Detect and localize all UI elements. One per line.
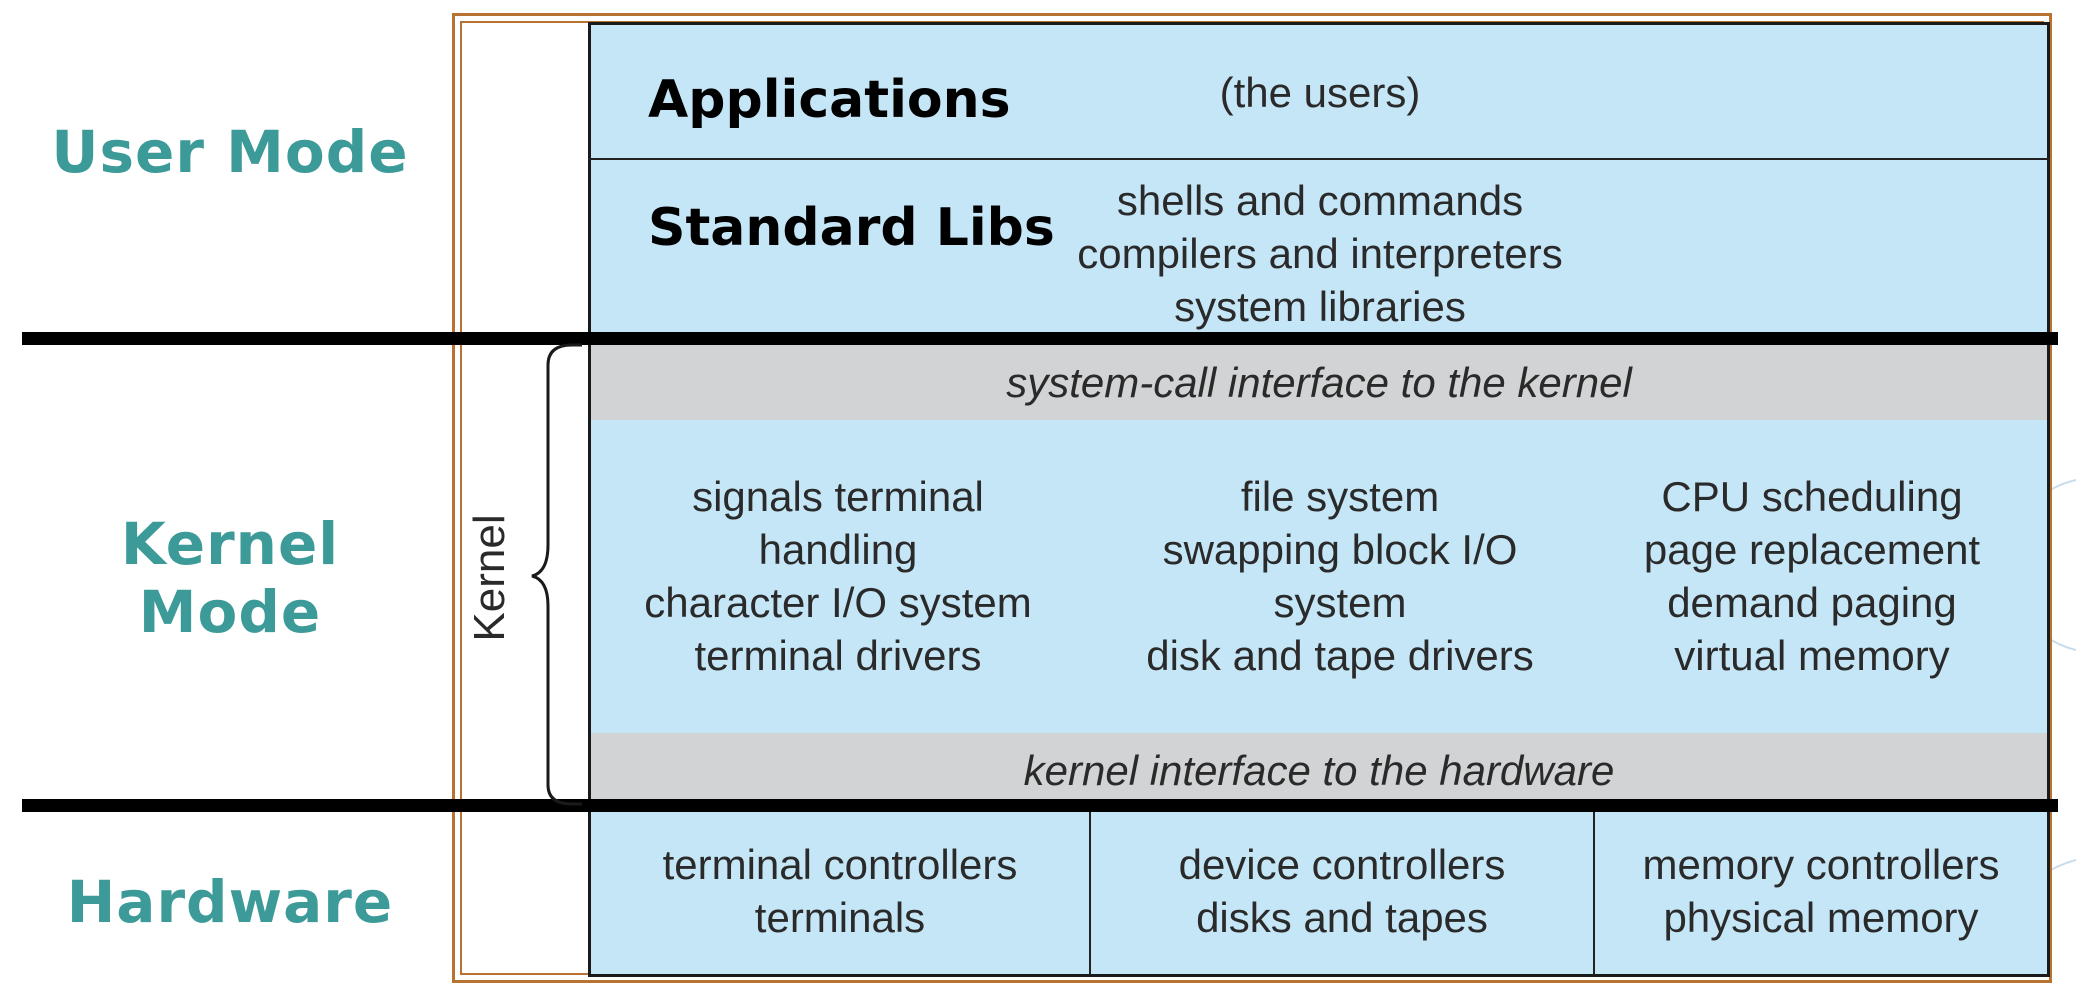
hardware-divider xyxy=(1593,812,1595,975)
hardware-column-device: device controllers disks and tapes xyxy=(1091,838,1593,944)
hardware-item: physical memory xyxy=(1663,894,1979,941)
standard-libs-lines: shells and commands compilers and interp… xyxy=(1020,174,1620,333)
hardware-item: terminal controllers xyxy=(662,841,1018,888)
user-mode-label: User Mode xyxy=(51,118,409,186)
kernel-item: system xyxy=(1273,579,1407,626)
standard-libs-line: compilers and interpreters xyxy=(1077,230,1563,277)
layers-panel xyxy=(588,22,2050,977)
hardware-mode-label: Hardware xyxy=(66,868,394,936)
kernel-item: character I/O system xyxy=(644,579,1032,626)
applications-divider xyxy=(588,158,2050,160)
hardware-item: memory controllers xyxy=(1642,841,2000,888)
kernel-item: demand paging xyxy=(1667,579,1957,626)
outer-frame xyxy=(452,13,2052,983)
kernel-column-memory: CPU scheduling page replacement demand p… xyxy=(1582,470,2042,682)
kernel-column-filesystem: file system swapping block I/O system di… xyxy=(1100,470,1580,682)
kernel-brace xyxy=(531,343,582,806)
kernel-item: page replacement xyxy=(1643,526,1981,573)
hardware-divider xyxy=(1089,812,1091,975)
kernel-item: disk and tape drivers xyxy=(1146,632,1534,679)
standard-libs-line: system libraries xyxy=(1174,283,1466,330)
syscall-interface-label: system-call interface to the kernel xyxy=(1006,359,1632,406)
syscall-interface-band xyxy=(591,345,2047,420)
hardware-column-terminal: terminal controllers terminals xyxy=(591,838,1089,944)
kernel-item: file system xyxy=(1240,473,1440,520)
standard-libs-line: shells and commands xyxy=(1116,177,1524,224)
standard-libs-title: Standard Libs xyxy=(648,198,1055,258)
user-kernel-boundary xyxy=(22,332,2058,345)
hardware-item: terminals xyxy=(754,894,926,941)
applications-note: (the users) xyxy=(1219,69,1421,116)
kernel-hardware-boundary xyxy=(22,799,2058,812)
hardware-item: disks and tapes xyxy=(1196,894,1488,941)
hardware-item: device controllers xyxy=(1178,841,1506,888)
kernel-item: swapping block I/O xyxy=(1162,526,1518,573)
kernel-column-terminal: signals terminal handling character I/O … xyxy=(598,470,1078,682)
applications-title: Applications xyxy=(648,70,1011,130)
hardware-interface-label: kernel interface to the hardware xyxy=(1023,747,1615,794)
kernel-mode-label: Kernel Mode xyxy=(120,510,340,646)
kernel-item: terminal drivers xyxy=(694,632,982,679)
hardware-interface-band xyxy=(591,733,2047,802)
kernel-item: handling xyxy=(758,526,918,573)
hardware-column-memory: memory controllers physical memory xyxy=(1595,838,2047,944)
kernel-item: CPU scheduling xyxy=(1661,473,1963,520)
kernel-label: Kernel xyxy=(465,514,514,642)
kernel-item: virtual memory xyxy=(1674,632,1950,679)
kernel-item: signals terminal xyxy=(692,473,984,520)
